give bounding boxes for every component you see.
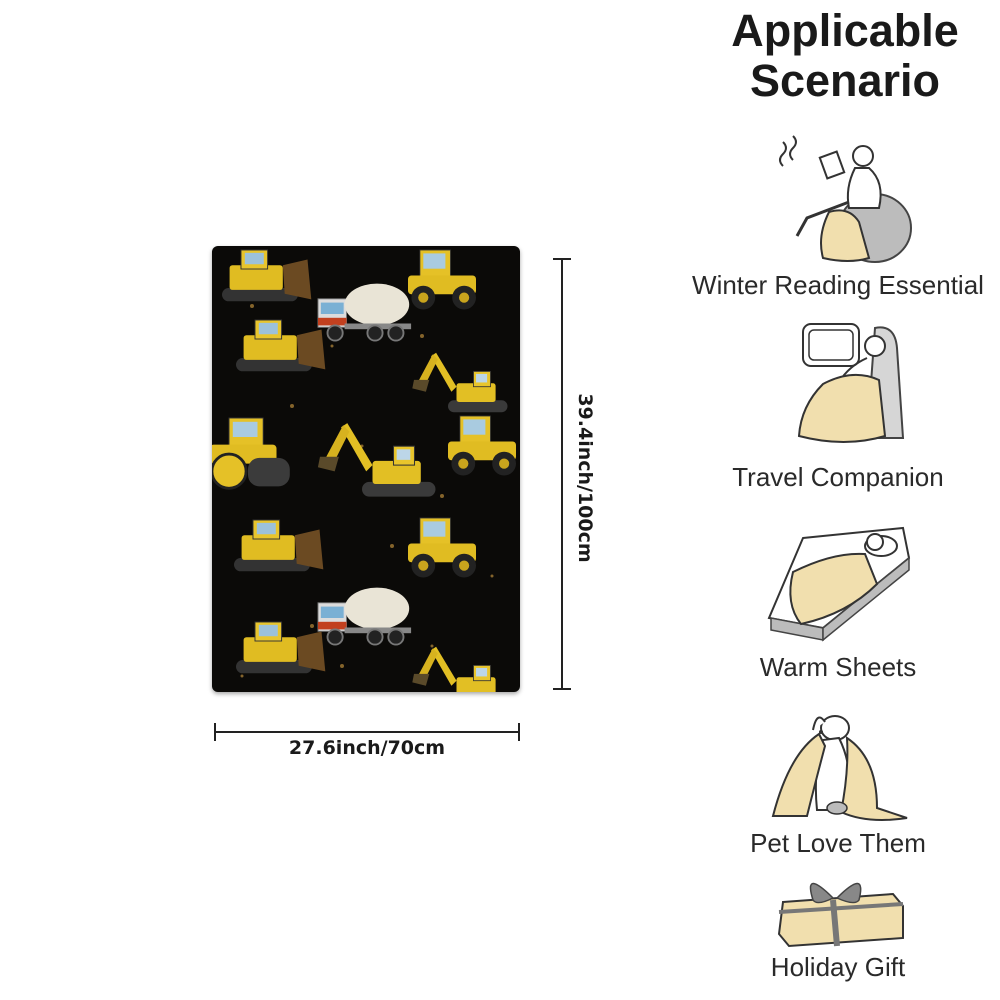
scenario-label-gift: Holiday Gift <box>770 952 906 982</box>
height-dimension-label: 39.4inch/100cm <box>574 393 596 563</box>
construction-vehicle-pattern <box>212 249 517 692</box>
scenario-heading: Applicable Scenario <box>680 6 1000 106</box>
bed-icon <box>767 526 911 642</box>
scenario-item-reading: Winter Reading Essential <box>690 132 986 301</box>
width-dimension-line <box>214 722 520 742</box>
scenario-item-gift: Holiday Gift <box>690 872 986 983</box>
scenario-heading-line2: Scenario <box>749 55 941 106</box>
blanket-image <box>212 246 520 692</box>
scenario-label-reading: Winter Reading Essential <box>692 270 984 300</box>
scenario-item-travel: Travel Companion <box>690 318 986 493</box>
scenario-heading-line1: Applicable <box>731 5 959 56</box>
pet-icon <box>771 715 908 821</box>
scenario-label-travel: Travel Companion <box>732 462 944 492</box>
scenario-label-bed: Warm Sheets <box>759 652 917 682</box>
scenario-label-pet: Pet Love Them <box>750 828 926 858</box>
scenario-item-pet: Pet Love Them <box>690 704 986 859</box>
height-dimension-line <box>548 258 578 690</box>
width-dimension-label: 27.6inch/70cm <box>288 737 446 759</box>
reading-icon <box>779 135 912 263</box>
scenario-item-bed: Warm Sheets <box>690 518 986 683</box>
travel-icon <box>797 323 905 443</box>
gift-icon <box>777 882 904 948</box>
